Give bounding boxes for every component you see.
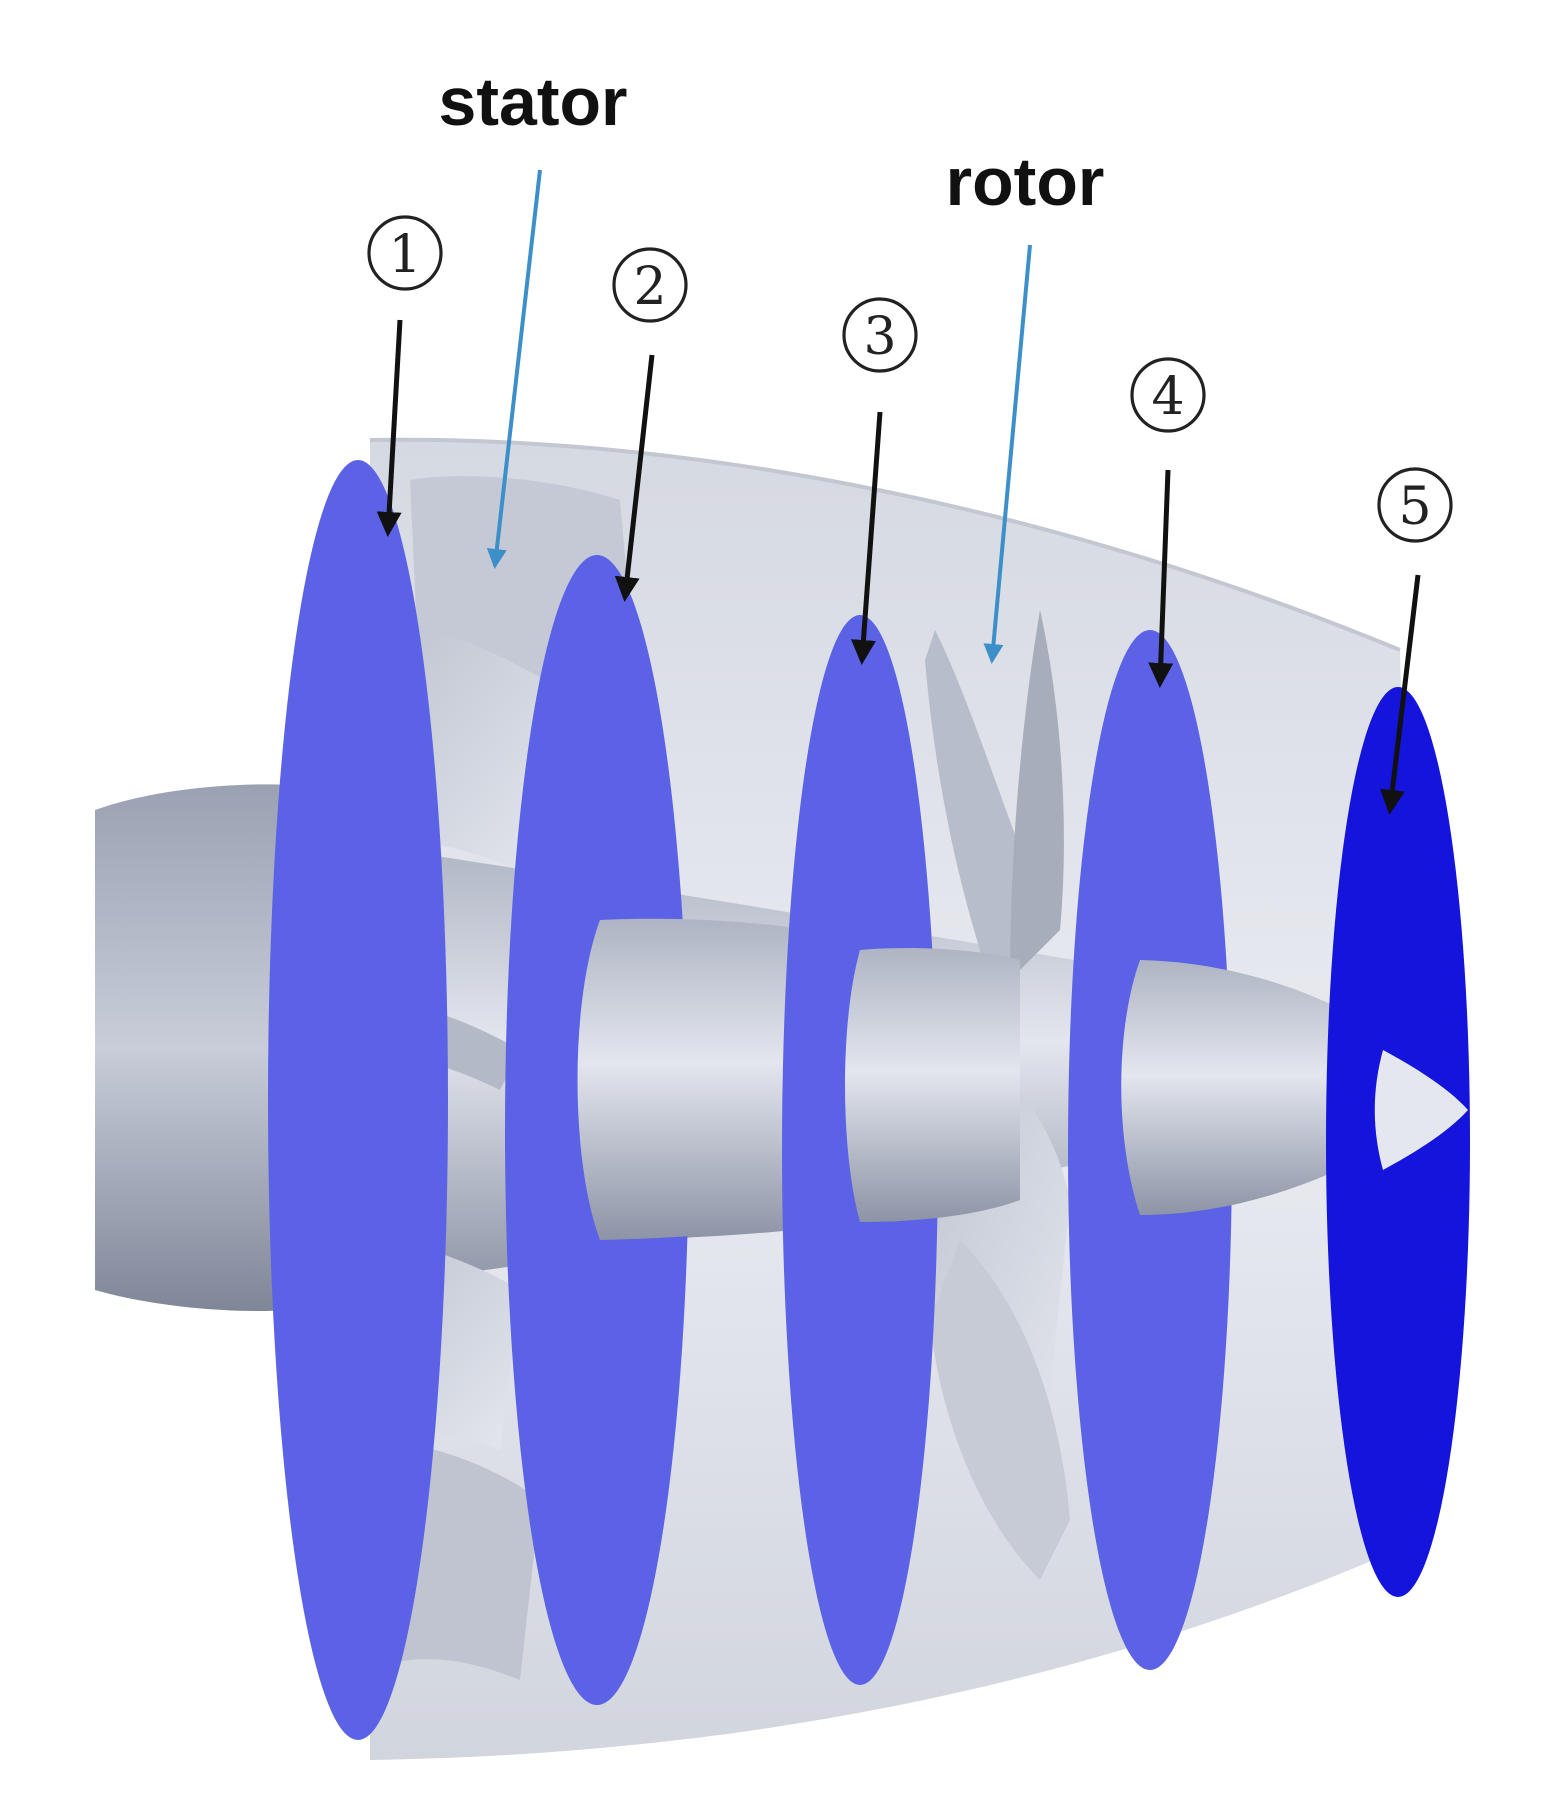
section-pointer-4 [1148,469,1174,688]
stator-label: stator [439,64,628,140]
inlet-hub [95,784,290,1312]
casing-rim [369,437,1401,652]
svg-text:3: 3 [863,307,896,367]
rotor-label: rotor [946,144,1105,220]
section-marker-5: 5 [1377,467,1453,543]
hub-front-3 [845,948,1020,1222]
section-pointer-3 [850,411,883,665]
rotor-pointer [983,244,1032,664]
section-marker-4: 4 [1130,357,1206,433]
svg-text:4: 4 [1151,367,1184,427]
section-marker-1: 1 [367,215,443,291]
stator-pointer [486,169,542,569]
svg-text:5: 5 [1398,477,1431,537]
svg-text:2: 2 [633,257,666,317]
section-pointer-2 [614,354,655,602]
section-pointer-1 [376,319,403,537]
section-marker-2: 2 [612,247,688,323]
nose-tip [1374,1050,1468,1170]
section-plane-1 [268,460,448,1740]
section-marker-3: 3 [842,297,918,373]
section-pointer-5 [1379,574,1421,815]
svg-text:1: 1 [388,225,421,285]
